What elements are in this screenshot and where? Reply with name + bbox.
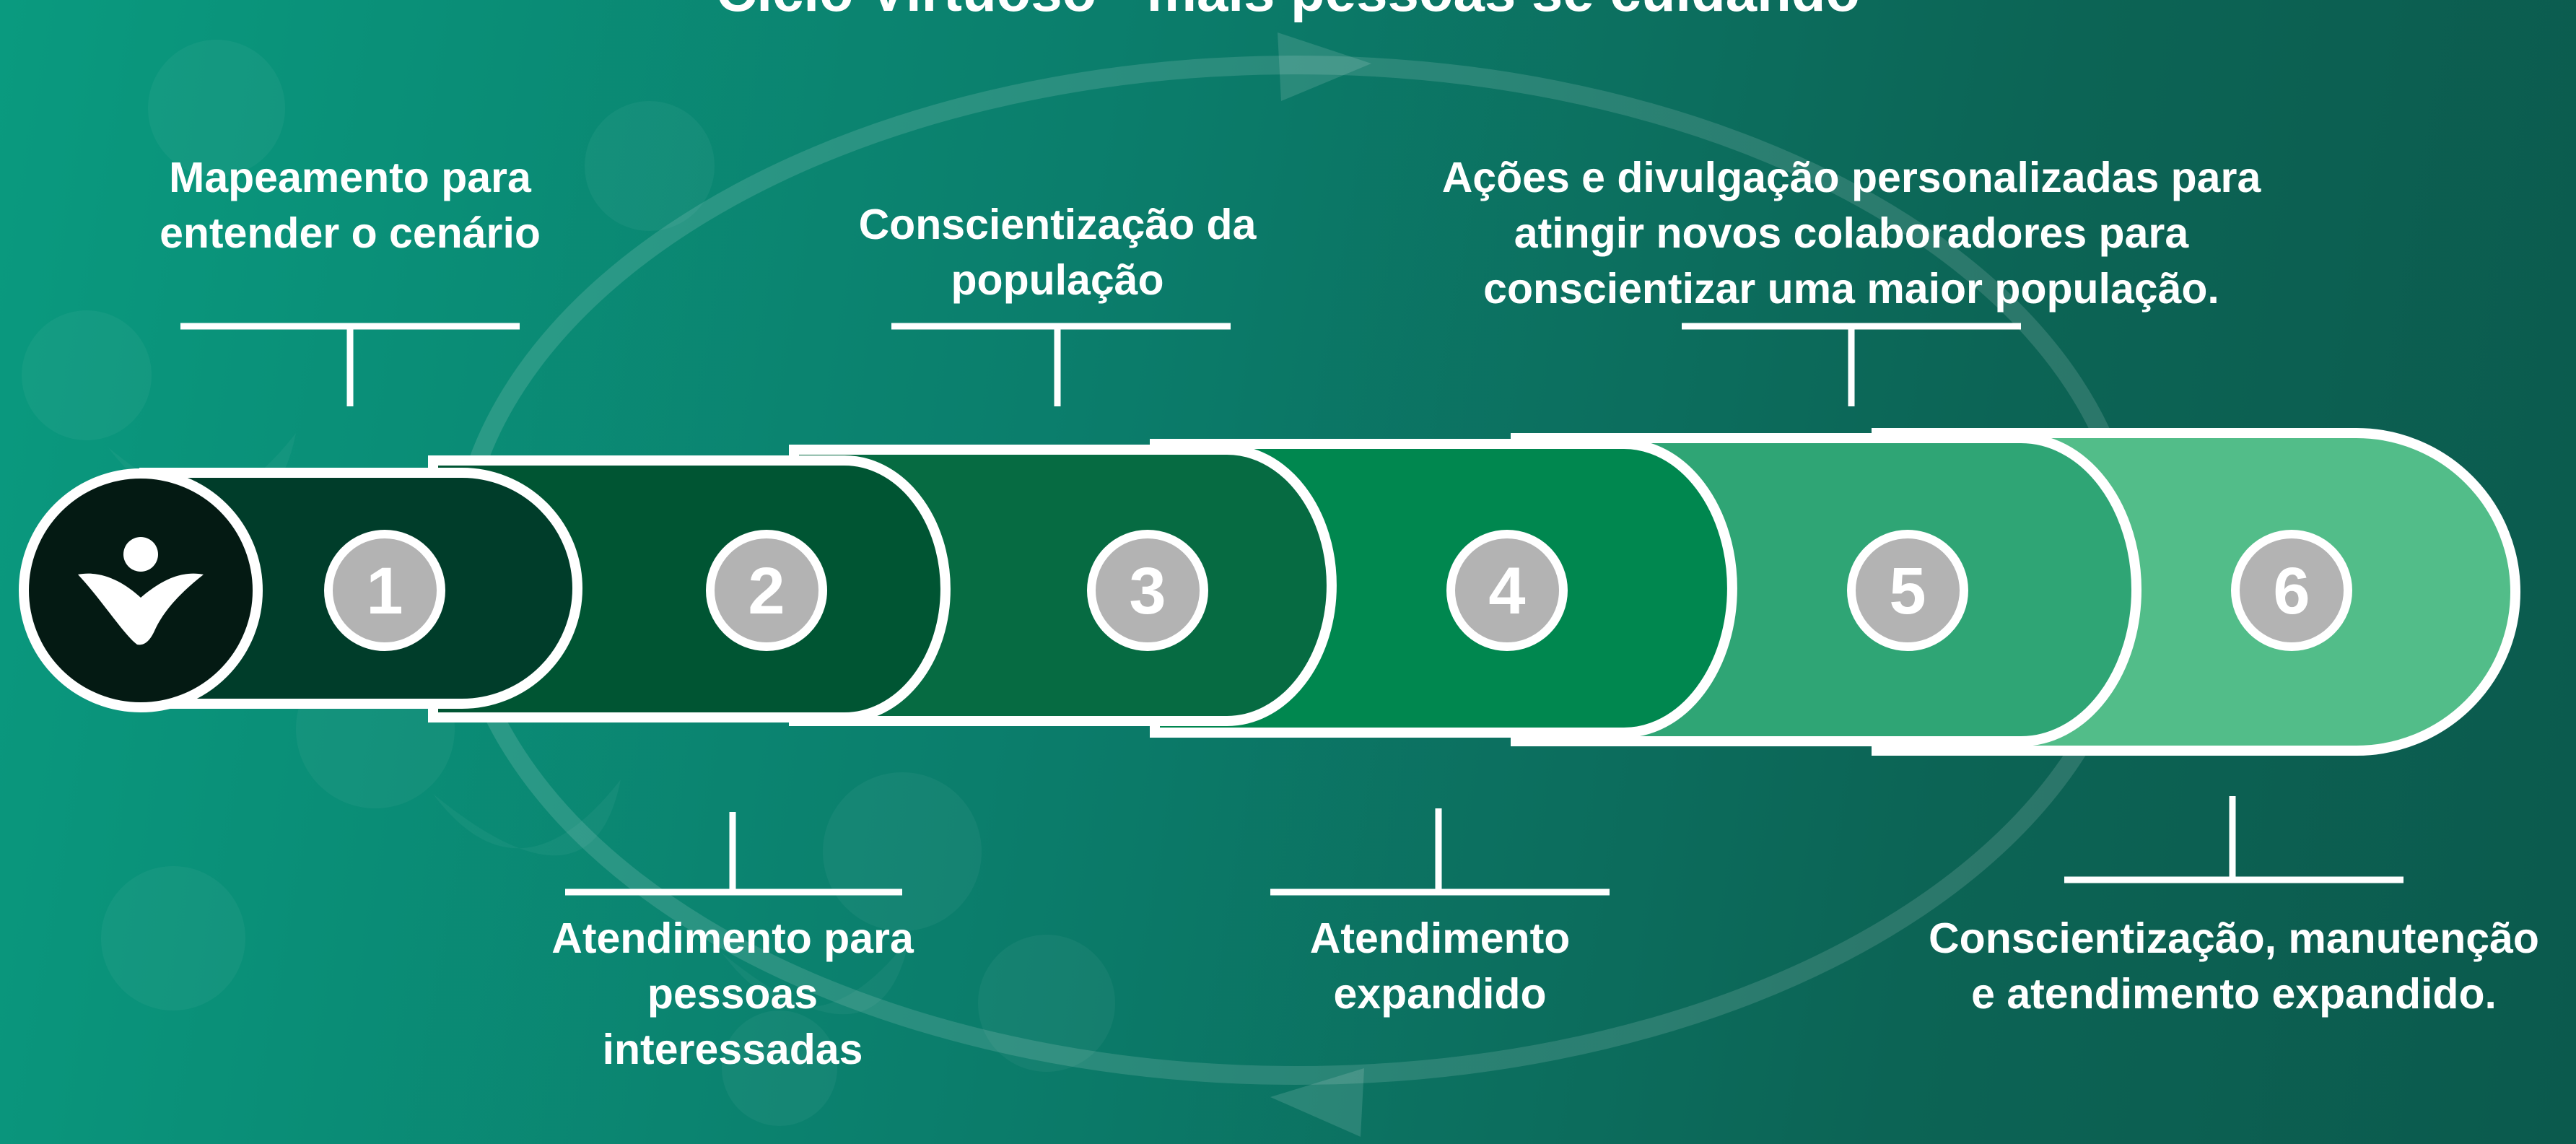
step-label-4: Atendimento expandido (1309, 914, 1571, 1018)
step-number-3: 3 (1129, 554, 1166, 628)
person-logo-icon (78, 537, 204, 645)
step-number-2: 2 (748, 554, 785, 628)
step-number-4: 4 (1488, 554, 1525, 628)
step-label-5: Ações e divulgação personalizadas para a… (1441, 154, 2261, 313)
connector-5 (1682, 323, 2021, 406)
connectors (180, 323, 2403, 896)
step-badge-5 (1847, 530, 1968, 651)
step-number-5: 5 (1889, 554, 1926, 628)
diagram-title: Ciclo Virtuoso - mais pessoas se cuidand… (0, 0, 2576, 20)
step-label-1: Mapeamento para entender o cenário (160, 154, 541, 257)
step-number-6: 6 (2273, 554, 2310, 628)
cycle-arrow-top-icon (1278, 32, 1371, 101)
connector-4 (1270, 808, 1610, 896)
cycle-arrow-bottom-icon (1270, 1068, 1364, 1137)
step-badge-4 (1446, 530, 1568, 651)
connector-6 (2064, 796, 2403, 883)
step-number-1: 1 (366, 554, 403, 628)
step-badge-6 (2231, 530, 2352, 651)
step-badge-3 (1087, 530, 1208, 651)
logo-disc (19, 468, 263, 712)
step-label-6: Conscientização, manutenção e atendiment… (1929, 914, 2539, 1018)
step-badge-1 (324, 530, 445, 651)
pipeline (19, 428, 2520, 756)
step-label-2: Atendimento para pessoas interessadas (551, 914, 914, 1073)
connector-3 (891, 323, 1231, 406)
connector-1 (180, 323, 520, 406)
step-badge-2 (706, 530, 827, 651)
step-badges (324, 530, 2352, 651)
connector-2 (565, 812, 902, 896)
step-label-3: Conscientização da população (858, 201, 1257, 304)
